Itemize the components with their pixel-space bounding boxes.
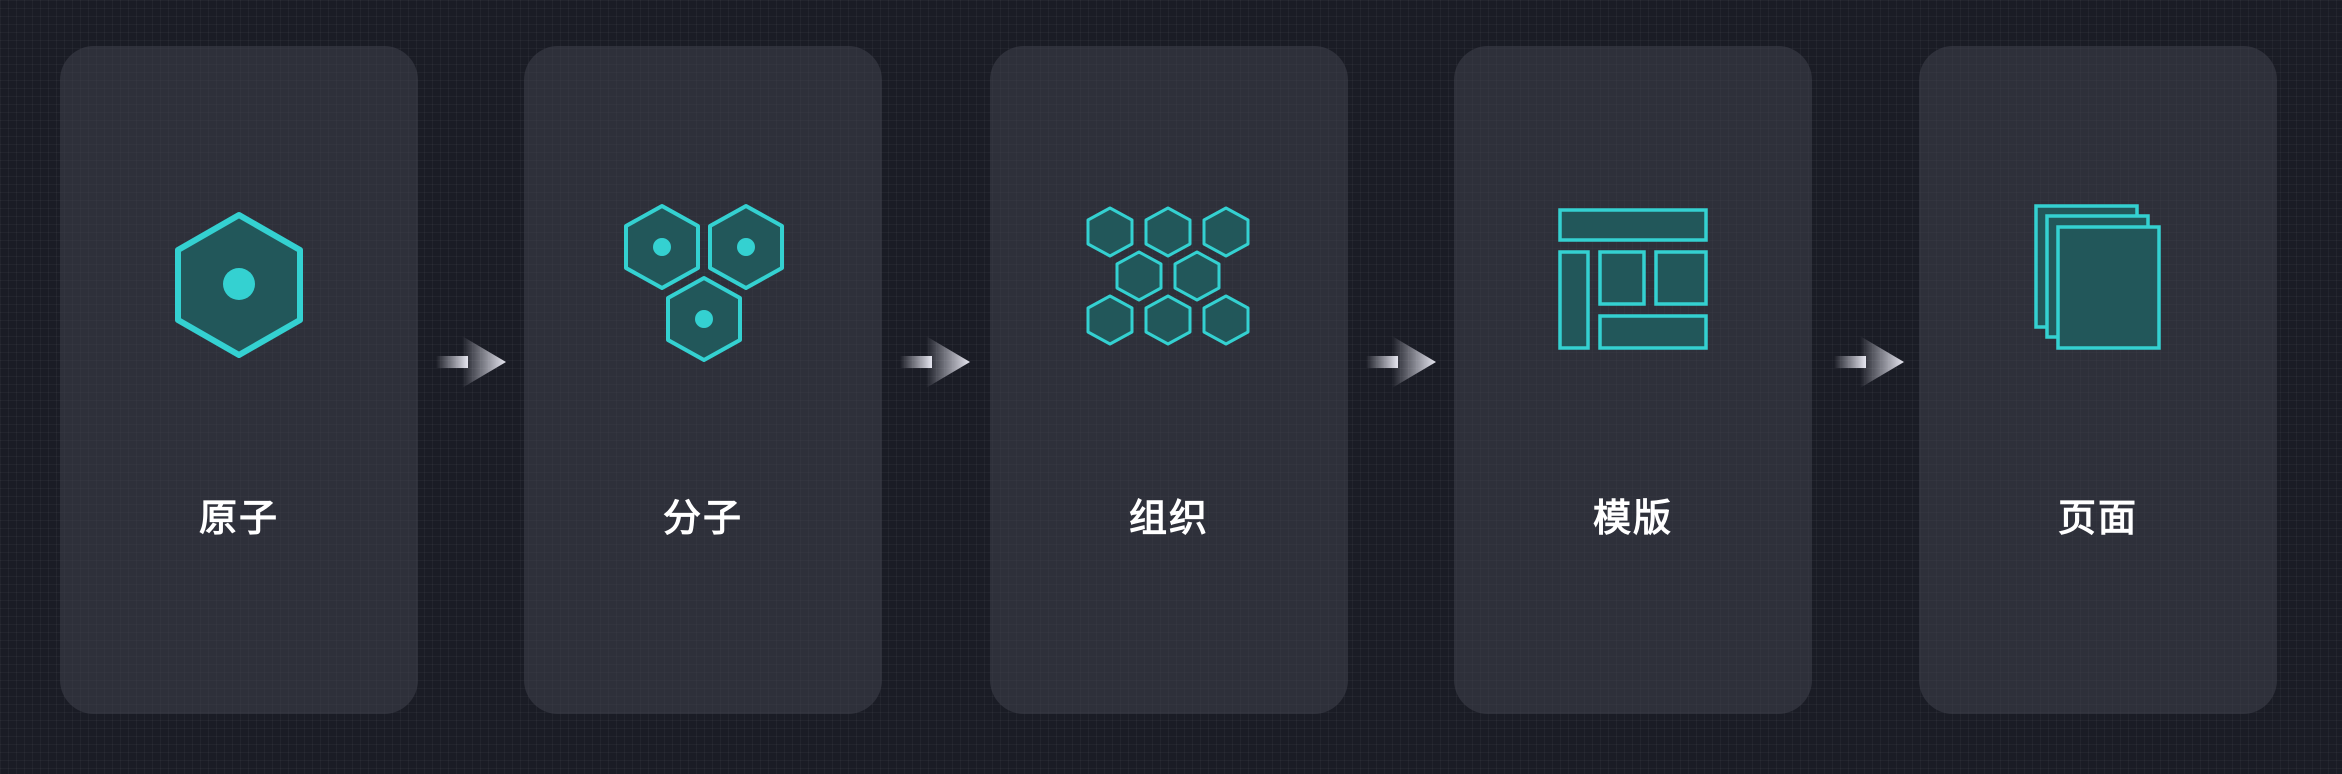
step-label: 页面 xyxy=(2057,496,2138,540)
arrow-right-icon xyxy=(436,332,508,392)
atom-hexagon-icon xyxy=(60,46,418,466)
step-label: 分子 xyxy=(662,496,743,540)
arrow-right-icon xyxy=(900,332,972,392)
step-card-page: 页面 xyxy=(1919,46,2277,714)
organism-hexagon-grid-icon xyxy=(990,46,1348,466)
step-card-atom: 原子 xyxy=(60,46,418,714)
molecule-hexagons-icon xyxy=(524,46,882,466)
step-label: 原子 xyxy=(198,496,279,540)
step-label: 模版 xyxy=(1592,496,1673,540)
step-card-molecule: 分子 xyxy=(524,46,882,714)
arrow-right-icon xyxy=(1834,332,1906,392)
page-stack-icon xyxy=(1919,46,2277,466)
arrow-right-icon xyxy=(1366,332,1438,392)
step-card-organism: 组织 xyxy=(990,46,1348,714)
template-layout-icon xyxy=(1454,46,1812,466)
step-label: 组织 xyxy=(1128,496,1209,540)
step-card-template: 模版 xyxy=(1454,46,1812,714)
